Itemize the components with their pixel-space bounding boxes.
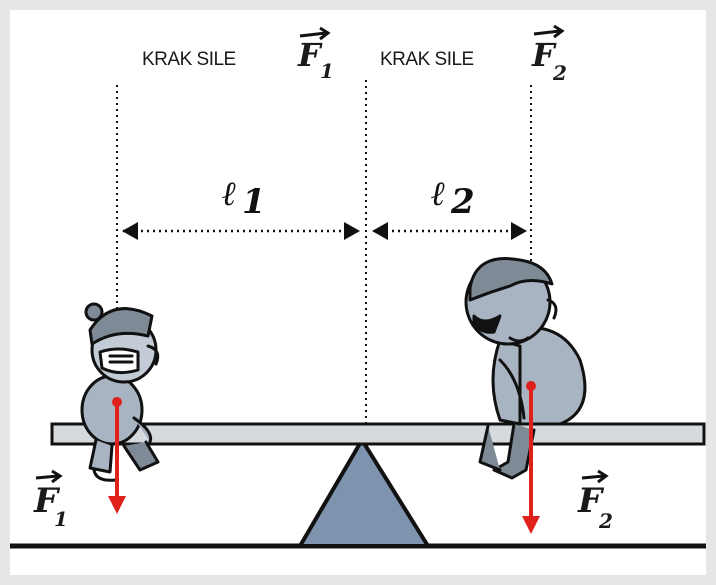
- vector-arrow-icon: [299, 31, 327, 38]
- krak-sile-label-left: KRAK SILE: [142, 49, 236, 70]
- right-child-figure: [464, 257, 587, 480]
- seesaw-plank: [50, 422, 706, 446]
- arrowhead-left-icon: [122, 222, 138, 240]
- lever-arm-l2-sub: 2: [450, 182, 475, 222]
- lever-arm-caption-left: KRAK SILE F 1: [142, 26, 334, 83]
- vector-arrowhead-icon: [553, 24, 565, 39]
- krak-sile-label-right: KRAK SILE: [380, 49, 474, 70]
- fulcrum: [298, 438, 430, 548]
- force-label-f1-top: F: [297, 36, 323, 74]
- force-sub-f1-bottom: 1: [54, 507, 68, 531]
- force-sub-f1-top: 1: [320, 59, 334, 83]
- vector-arrowhead-icon: [319, 26, 331, 41]
- force-letter-f1-bottom: F: [33, 481, 61, 521]
- force-arrowhead-f2-icon: [522, 516, 540, 534]
- lever-arm-l2-label: ℓ: [431, 174, 446, 214]
- vector-arrow-icon: [35, 474, 59, 480]
- lever-arm-l1-label: ℓ: [222, 174, 237, 214]
- lever-arm-l1-sub: 1: [242, 182, 266, 222]
- lever-arm-caption-right: KRAK SILE F 2: [380, 24, 567, 85]
- force-letter-f2-bottom: F: [577, 481, 605, 521]
- force-label-f2-top: F: [531, 36, 557, 74]
- force-sub-f2-top: 2: [552, 61, 567, 85]
- force-sub-f2-bottom: 2: [598, 509, 613, 533]
- arrowhead-right-icon: [344, 222, 360, 240]
- vector-arrow-icon: [581, 474, 605, 480]
- force-label-f2-bottom: F 2: [577, 469, 613, 533]
- arrowhead-left-icon: [372, 222, 388, 240]
- vector-arrow-icon: [533, 29, 561, 36]
- vector-arrowhead-icon: [51, 469, 63, 484]
- arrowhead-right-icon: [511, 222, 527, 240]
- vector-arrowhead-icon: [597, 469, 609, 484]
- force-arrowhead-f1-icon: [108, 496, 126, 514]
- force-point-f2: [526, 381, 536, 391]
- left-child-figure: [80, 302, 160, 482]
- force-label-f1-bottom: F 1: [33, 469, 68, 531]
- force-point-f1: [112, 397, 122, 407]
